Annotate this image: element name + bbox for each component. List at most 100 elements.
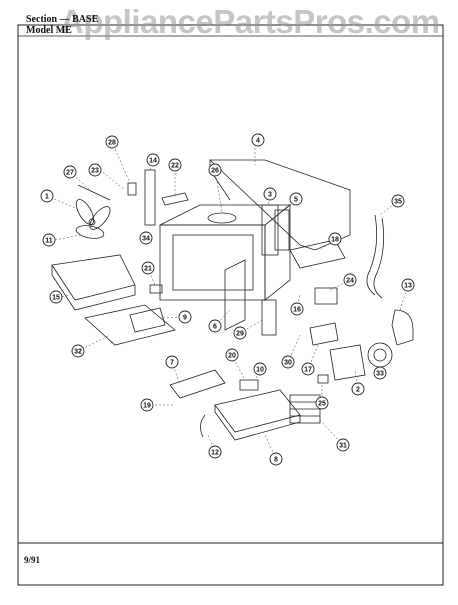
section-header: Section — BASE xyxy=(26,14,99,25)
fan-blade xyxy=(75,199,111,239)
svg-text:5: 5 xyxy=(294,197,298,204)
lamp-socket xyxy=(149,284,163,294)
svg-text:25: 25 xyxy=(318,401,326,408)
svg-text:26: 26 xyxy=(211,168,219,175)
motor-mount xyxy=(317,374,329,384)
fuse-holder xyxy=(239,379,259,391)
callout-29: 29 xyxy=(233,326,247,340)
callout-17: 17 xyxy=(301,362,315,376)
callout-8: 8 xyxy=(269,452,283,466)
front-panel xyxy=(224,259,246,331)
svg-text:30: 30 xyxy=(284,360,292,367)
callout-13: 13 xyxy=(401,278,415,292)
base-tray-edge xyxy=(51,265,136,311)
outer-cabinet xyxy=(208,159,351,251)
magnetron-duct xyxy=(391,309,414,346)
stirrer-cover xyxy=(207,212,237,224)
callout-19: 19 xyxy=(140,398,154,412)
side-bracket xyxy=(144,169,156,226)
revision-date: 9/91 xyxy=(24,555,41,565)
svg-text:18: 18 xyxy=(331,237,339,244)
svg-text:33: 33 xyxy=(376,371,384,378)
callout-27: 27 xyxy=(63,165,77,179)
blower-wheel xyxy=(367,342,393,368)
capacitor xyxy=(314,287,338,305)
svg-text:4: 4 xyxy=(256,138,260,145)
callout-5: 5 xyxy=(289,192,303,206)
svg-text:29: 29 xyxy=(236,331,244,338)
wire-harness xyxy=(200,414,206,438)
svg-text:35: 35 xyxy=(394,199,402,206)
switch-bracket xyxy=(261,204,279,256)
svg-text:10: 10 xyxy=(256,367,264,374)
callout-10: 10 xyxy=(253,362,267,376)
callout-23: 23 xyxy=(88,163,102,177)
svg-text:13: 13 xyxy=(404,283,412,290)
oven-cavity-opening xyxy=(172,234,254,291)
fan-shaft xyxy=(77,184,111,201)
svg-text:15: 15 xyxy=(52,295,60,302)
svg-text:9: 9 xyxy=(183,315,187,322)
section-label: Section xyxy=(26,14,58,25)
svg-text:7: 7 xyxy=(170,360,174,367)
svg-text:28: 28 xyxy=(108,140,116,147)
power-cord xyxy=(366,214,378,296)
svg-text:23: 23 xyxy=(91,168,99,175)
bottom-plate xyxy=(84,304,176,346)
switch-assembly xyxy=(261,299,277,336)
callout-35: 35 xyxy=(391,194,405,208)
section-value: BASE xyxy=(72,14,99,25)
svg-text:3: 3 xyxy=(268,192,272,199)
thermal-switch xyxy=(127,182,137,196)
model-label: Model xyxy=(26,25,54,36)
callout-33: 33 xyxy=(373,366,387,380)
callout-34: 34 xyxy=(139,231,153,245)
callout-21: 21 xyxy=(141,261,155,275)
door-switch xyxy=(274,209,290,251)
svg-text:20: 20 xyxy=(228,353,236,360)
callout-30: 30 xyxy=(281,355,295,369)
callout-15: 15 xyxy=(49,290,63,304)
svg-text:32: 32 xyxy=(74,349,82,356)
svg-text:2: 2 xyxy=(356,387,360,394)
callout-6: 6 xyxy=(208,319,222,333)
svg-text:31: 31 xyxy=(339,443,347,450)
svg-text:19: 19 xyxy=(143,403,151,410)
callout-3: 3 xyxy=(263,187,277,201)
callout-14: 14 xyxy=(146,153,160,167)
blower-motor xyxy=(329,344,366,381)
svg-text:8: 8 xyxy=(274,457,278,464)
svg-text:12: 12 xyxy=(211,450,219,457)
callout-2: 2 xyxy=(351,382,365,396)
svg-text:24: 24 xyxy=(346,278,354,285)
model-header: Model ME xyxy=(26,26,72,36)
oven-cavity-top xyxy=(159,204,292,226)
svg-text:11: 11 xyxy=(45,238,53,245)
waveguide xyxy=(289,239,346,269)
callout-20: 20 xyxy=(225,348,239,362)
callout-28: 28 xyxy=(105,135,119,149)
svg-text:1: 1 xyxy=(45,194,49,201)
callout-12: 12 xyxy=(208,445,222,459)
callout-1: 1 xyxy=(40,189,54,203)
callout-26: 26 xyxy=(208,163,222,177)
svg-text:14: 14 xyxy=(149,158,157,165)
callout-4: 4 xyxy=(251,133,265,147)
model-value: ME xyxy=(55,25,72,36)
callout-16: 16 xyxy=(290,302,304,316)
oven-cavity-side xyxy=(264,204,291,301)
callout-24: 24 xyxy=(343,273,357,287)
callout-22: 22 xyxy=(168,158,182,172)
svg-text:16: 16 xyxy=(293,307,301,314)
oven-cavity-front xyxy=(159,224,266,301)
callout-7: 7 xyxy=(165,355,179,369)
svg-text:27: 27 xyxy=(66,170,74,177)
callout-18: 18 xyxy=(328,232,342,246)
watermark: AppliancePartsPros.com xyxy=(60,3,440,40)
diode xyxy=(309,322,339,346)
svg-text:34: 34 xyxy=(142,236,150,243)
svg-text:22: 22 xyxy=(171,163,179,170)
page-border xyxy=(17,24,444,586)
